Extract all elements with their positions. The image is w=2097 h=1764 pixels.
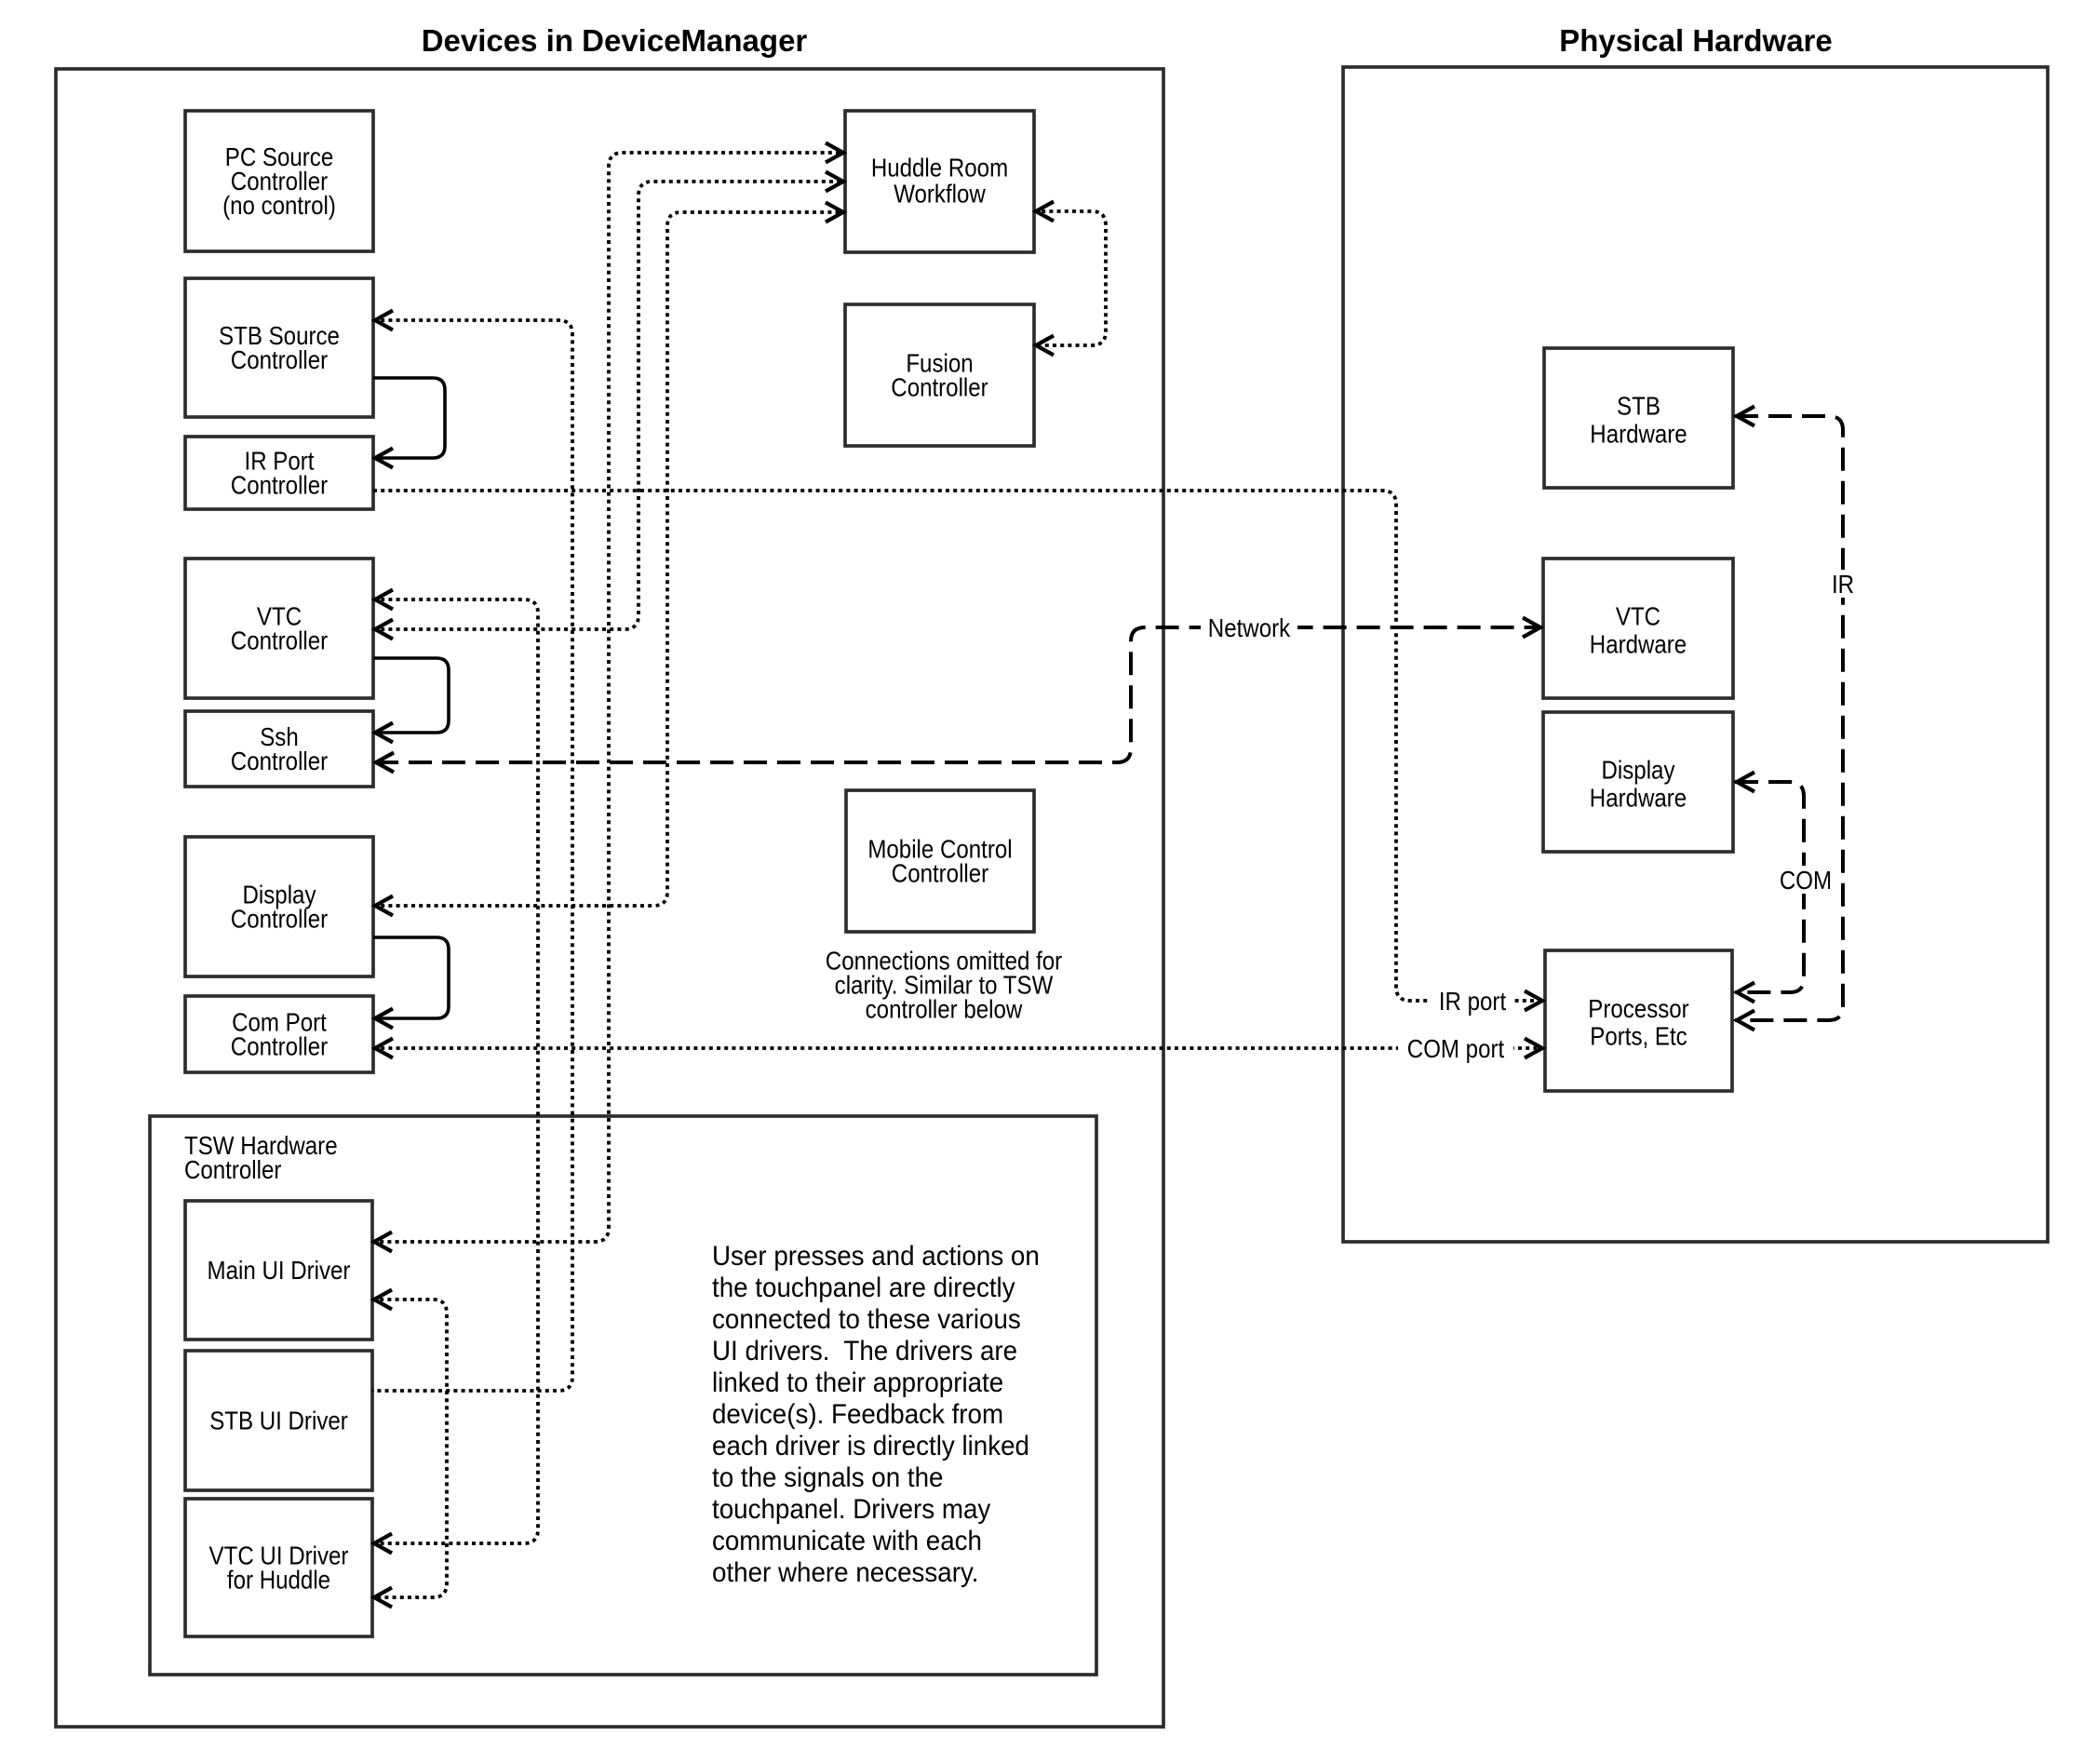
svg-text:Workflow: Workflow xyxy=(894,180,986,209)
svg-text:Hardware: Hardware xyxy=(1590,419,1687,448)
svg-text:clarity. Similar to TSW: clarity. Similar to TSW xyxy=(835,971,1054,1000)
svg-text:the touchpanel are directly: the touchpanel are directly xyxy=(712,1273,1015,1303)
svg-text:Display: Display xyxy=(243,881,316,909)
svg-text:Processor: Processor xyxy=(1588,994,1688,1023)
svg-text:Controller: Controller xyxy=(231,167,328,195)
svg-text:PC Source: PC Source xyxy=(225,142,334,171)
svg-text:Controller: Controller xyxy=(891,373,988,402)
svg-text:(no control): (no control) xyxy=(222,191,336,220)
svg-text:device(s). Feedback from: device(s). Feedback from xyxy=(712,1399,1003,1430)
svg-text:Display: Display xyxy=(1602,756,1675,785)
svg-text:controller below: controller below xyxy=(866,995,1023,1024)
svg-text:Controller: Controller xyxy=(231,626,328,655)
svg-text:Controller: Controller xyxy=(231,905,328,934)
svg-text:IR Port: IR Port xyxy=(245,447,315,476)
svg-text:COM port: COM port xyxy=(1407,1034,1505,1063)
svg-text:Hardware: Hardware xyxy=(1590,783,1687,812)
svg-text:STB Source: STB Source xyxy=(219,321,340,350)
svg-text:for Huddle: for Huddle xyxy=(227,1566,330,1595)
svg-text:other where necessary.: other where necessary. xyxy=(712,1557,979,1588)
svg-text:Controller: Controller xyxy=(231,747,328,775)
svg-text:Physical Hardware: Physical Hardware xyxy=(1559,23,1833,58)
svg-text:Controller: Controller xyxy=(231,1032,328,1061)
svg-text:COM: COM xyxy=(1780,866,1832,895)
svg-text:Controller: Controller xyxy=(231,345,328,374)
svg-text:linked to their appropriate: linked to their appropriate xyxy=(712,1367,1003,1398)
svg-text:VTC: VTC xyxy=(257,602,302,631)
svg-text:UI drivers. The drivers are: UI drivers. The drivers are xyxy=(712,1336,1017,1367)
svg-text:Connections omitted for: Connections omitted for xyxy=(826,947,1062,976)
svg-text:Main UI Driver: Main UI Driver xyxy=(208,1256,351,1285)
svg-text:STB: STB xyxy=(1617,392,1660,421)
svg-text:Controller: Controller xyxy=(892,859,988,888)
svg-text:Network: Network xyxy=(1208,613,1291,642)
svg-text:each driver is directly linked: each driver is directly linked xyxy=(712,1431,1029,1461)
svg-text:Com Port: Com Port xyxy=(232,1008,327,1037)
svg-text:communicate with each: communicate with each xyxy=(712,1526,982,1556)
svg-text:Controller: Controller xyxy=(184,1155,281,1184)
svg-text:STB UI Driver: STB UI Driver xyxy=(209,1407,348,1435)
svg-text:IR: IR xyxy=(1832,570,1854,599)
svg-text:TSW Hardware: TSW Hardware xyxy=(184,1131,338,1160)
svg-text:Hardware: Hardware xyxy=(1590,629,1687,658)
svg-text:Fusion: Fusion xyxy=(906,349,973,378)
svg-text:VTC: VTC xyxy=(1616,602,1660,631)
svg-text:to the signals on the: to the signals on the xyxy=(712,1462,944,1493)
svg-text:connected to these various: connected to these various xyxy=(712,1304,1021,1335)
svg-text:Ports, Etc: Ports, Etc xyxy=(1590,1022,1687,1051)
svg-text:Ssh: Ssh xyxy=(260,722,299,751)
svg-text:VTC UI Driver: VTC UI Driver xyxy=(209,1542,349,1570)
svg-text:User presses and actions on: User presses and actions on xyxy=(712,1241,1040,1272)
svg-text:touchpanel. Drivers may: touchpanel. Drivers may xyxy=(712,1494,991,1525)
svg-text:Mobile Control: Mobile Control xyxy=(867,835,1012,864)
svg-text:Devices in DeviceManager: Devices in DeviceManager xyxy=(422,23,808,58)
svg-text:Controller: Controller xyxy=(231,471,328,500)
svg-text:Huddle Room: Huddle Room xyxy=(871,154,1008,182)
svg-text:IR port: IR port xyxy=(1439,987,1507,1016)
